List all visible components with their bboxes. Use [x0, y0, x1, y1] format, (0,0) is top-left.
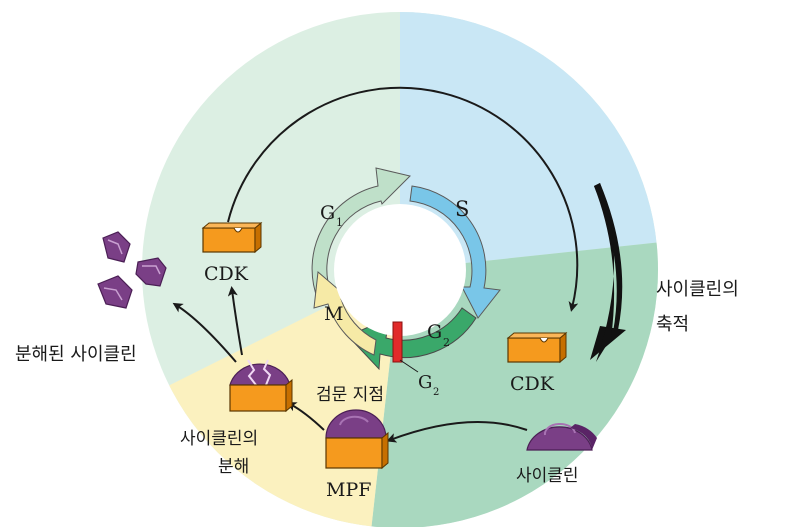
- cdk-right-block: [506, 331, 568, 364]
- m-arrow: [313, 271, 377, 356]
- outer-arc-arrow: [227, 86, 579, 312]
- cdk-right-label: CDK: [510, 373, 555, 395]
- degradation-to-fragments-arrow: [172, 302, 237, 363]
- checkpoint-g-subscript: 2: [433, 387, 439, 398]
- degradation-to-cdk-arrow: [227, 286, 243, 356]
- accumulation-arrow-head: [590, 326, 626, 360]
- cyclin-to-mpf-arrow: [386, 421, 528, 443]
- degraded-cyclin-label: 분해된 사이클린: [15, 344, 137, 365]
- checkpoint-label: 검문 지점: [316, 385, 384, 405]
- m-label: M: [324, 303, 343, 325]
- g1-subscript: 1: [336, 216, 343, 229]
- accumulation-arrow-tail: [594, 183, 615, 362]
- cyclin-accum-label-2: 축적: [656, 314, 689, 335]
- checkpoint-g-label: G: [418, 372, 432, 393]
- cdk-left-label: CDK: [204, 263, 249, 285]
- cdk-left-block: [201, 221, 263, 254]
- mpf-label: MPF: [326, 479, 371, 501]
- ring-center: [334, 204, 466, 336]
- checkpoint-bar: [392, 321, 403, 363]
- mpf-complex: [325, 409, 389, 470]
- g2-subscript: 2: [443, 336, 450, 349]
- s-label: S: [455, 197, 469, 221]
- phase-ring: [311, 167, 501, 373]
- s-arrow: [409, 185, 501, 319]
- g1-label: G: [320, 202, 335, 224]
- g2-label: G: [427, 321, 442, 343]
- mpf-to-degradation-arrow: [286, 402, 325, 431]
- cyclin-degrade-label-1: 사이클린의: [180, 429, 258, 449]
- checkpoint-leader: [399, 359, 419, 373]
- degrading-complex: [229, 359, 293, 413]
- cyclin-accum-label-1: 사이클린의: [656, 279, 739, 300]
- cyclin-label: 사이클린: [516, 466, 579, 486]
- cyclin-fragments: [97, 231, 167, 309]
- cyclin-degrade-label-2: 분해: [218, 457, 249, 477]
- cyclin-shape: [526, 422, 597, 451]
